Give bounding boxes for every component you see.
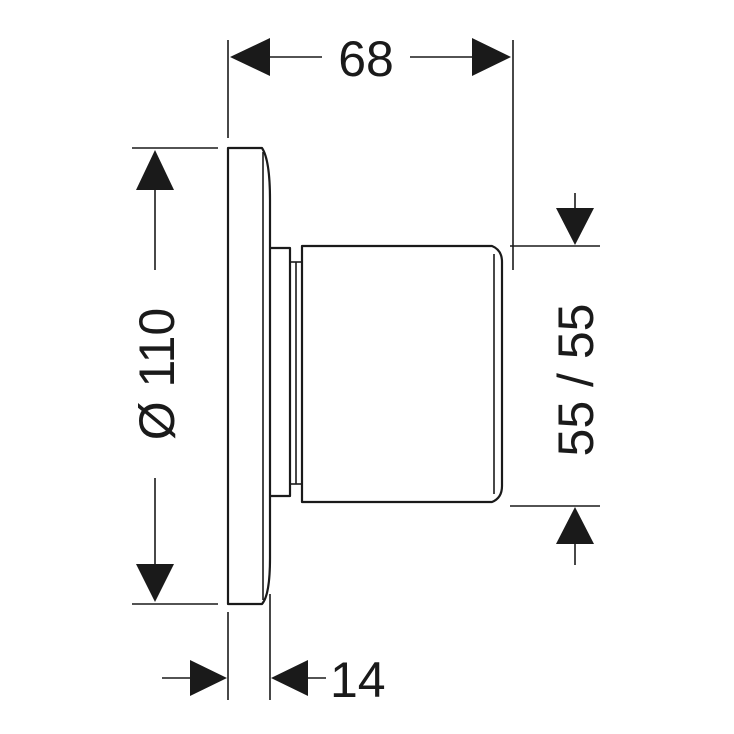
part-outline xyxy=(226,146,504,606)
arrowhead-bottom xyxy=(556,507,594,544)
dimension-rosette-diameter: Ø 110 xyxy=(129,147,218,605)
arrowhead-right xyxy=(472,38,511,76)
dimension-handle-size: 55 / 55 xyxy=(510,193,604,565)
rosette-plate xyxy=(226,146,272,606)
dimension-label-handle: 55 / 55 xyxy=(548,304,604,457)
arrowhead-top xyxy=(556,208,594,245)
dimension-label-diameter: Ø 110 xyxy=(129,308,185,441)
arrowhead-bottom xyxy=(136,564,174,602)
dimension-label-68: 68 xyxy=(338,31,394,87)
arrowhead-right xyxy=(271,660,308,696)
collar xyxy=(270,246,292,498)
dimension-label-14: 14 xyxy=(330,652,386,708)
arrowhead-left xyxy=(230,38,270,76)
dimension-overall-depth: 68 xyxy=(227,31,514,270)
handle-body xyxy=(300,244,504,504)
arrowhead-top xyxy=(136,150,174,190)
dimension-rosette-depth: 14 xyxy=(162,594,386,708)
arrowhead-left xyxy=(190,660,227,696)
